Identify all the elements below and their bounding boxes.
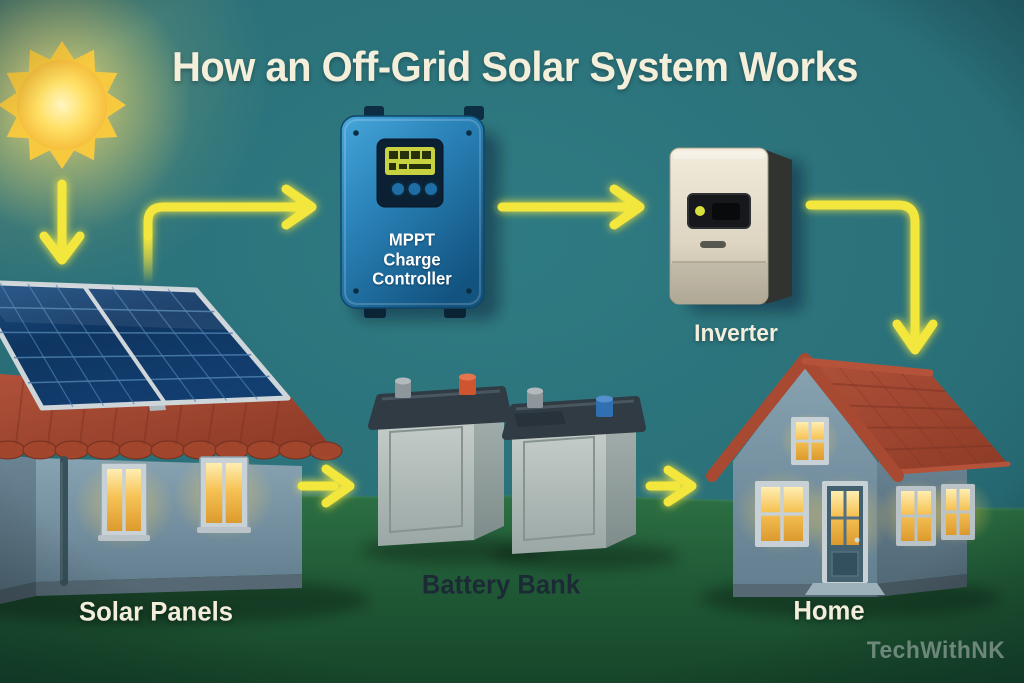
inverter-label: Inverter: [694, 320, 778, 347]
page-title: How an Off-Grid Solar System Works: [172, 43, 858, 90]
home-label: Home: [793, 595, 865, 626]
solar-panels-label: Solar Panels: [79, 596, 233, 627]
watermark: TechWithNK: [866, 637, 1006, 664]
battery-bank-label: Battery Bank: [421, 569, 581, 600]
mppt-controller-label: MPPT Charge Controller: [372, 229, 452, 289]
